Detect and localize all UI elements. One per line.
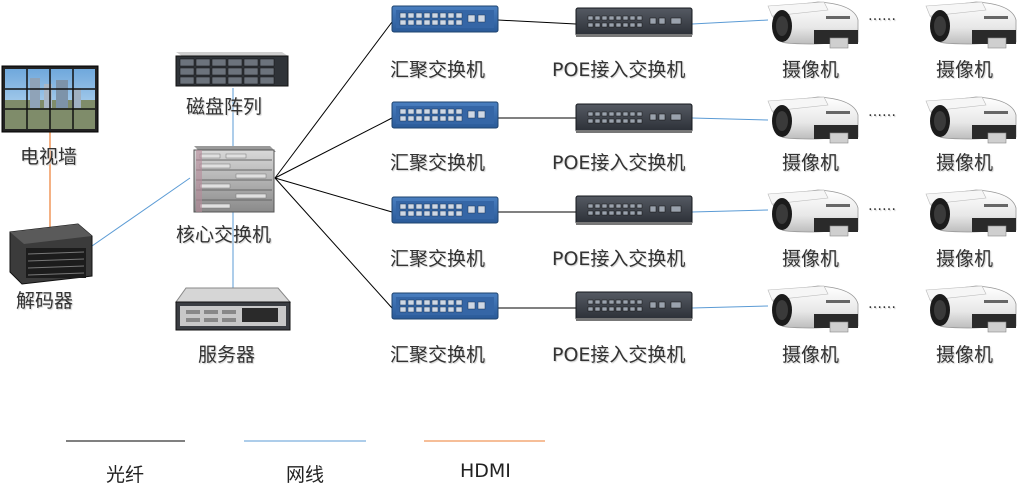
camera-label: 摄像机	[782, 152, 840, 174]
camera-label: 摄像机	[936, 59, 994, 81]
ellipsis: ……	[868, 104, 896, 120]
poe-switch-label: POE接入交换机	[552, 59, 686, 81]
camera-label: 摄像机	[782, 59, 840, 81]
net-link-decoder-core	[91, 177, 191, 247]
legend-label-fiber: 光纤	[106, 464, 145, 486]
decoder-label: 解码器	[16, 290, 74, 312]
camera-icon-3a	[767, 189, 859, 237]
agg-switch-icon-3	[391, 196, 499, 224]
legend-label-hdmi: HDMI	[460, 460, 511, 482]
ellipsis: ……	[868, 8, 896, 24]
poe-switch-icon-2	[575, 103, 693, 134]
camera-label: 摄像机	[782, 248, 840, 270]
disk-array-label: 磁盘阵列	[186, 96, 263, 118]
agg-switch-icon-4	[391, 292, 499, 320]
camera-icon-2b	[925, 96, 1017, 144]
core-switch-icon	[193, 146, 276, 213]
ellipsis: ……	[868, 296, 896, 312]
camera-icon-3b	[925, 189, 1017, 237]
agg-switch-label: 汇聚交换机	[390, 152, 486, 174]
fiber-links-agg-poe	[497, 19, 577, 309]
server-label: 服务器	[198, 344, 256, 366]
camera-label: 摄像机	[936, 248, 994, 270]
camera-icon-1b	[925, 1, 1017, 49]
camera-label: 摄像机	[936, 344, 994, 366]
camera-label: 摄像机	[936, 152, 994, 174]
camera-icon-4b	[925, 285, 1017, 333]
poe-switch-icon-3	[575, 195, 693, 226]
poe-switch-label: POE接入交换机	[552, 344, 686, 366]
fiber-links-core-agg	[274, 21, 393, 309]
ellipsis: ……	[868, 198, 896, 214]
agg-switch-label: 汇聚交换机	[390, 344, 486, 366]
tv-wall-icon	[1, 65, 99, 133]
poe-switch-icon-4	[575, 291, 693, 322]
agg-switch-label: 汇聚交换机	[390, 59, 486, 81]
legend-label-network: 网线	[286, 464, 325, 486]
agg-switch-label: 汇聚交换机	[390, 248, 486, 270]
core-switch-label: 核心交换机	[176, 224, 272, 246]
server-icon	[175, 287, 292, 331]
camera-icon-2a	[767, 96, 859, 144]
decoder-icon	[9, 223, 93, 285]
camera-icon-4a	[767, 285, 859, 333]
camera-label: 摄像机	[782, 344, 840, 366]
poe-switch-label: POE接入交换机	[552, 152, 686, 174]
camera-icon-1a	[767, 1, 859, 49]
disk-array-icon	[175, 52, 289, 87]
poe-switch-label: POE接入交换机	[552, 248, 686, 270]
tv-wall-label: 电视墙	[20, 146, 78, 168]
agg-switch-icon-2	[391, 101, 499, 129]
net-links-poe-camera	[691, 19, 769, 309]
poe-switch-icon-1	[575, 7, 693, 38]
agg-switch-icon-1	[391, 5, 499, 33]
